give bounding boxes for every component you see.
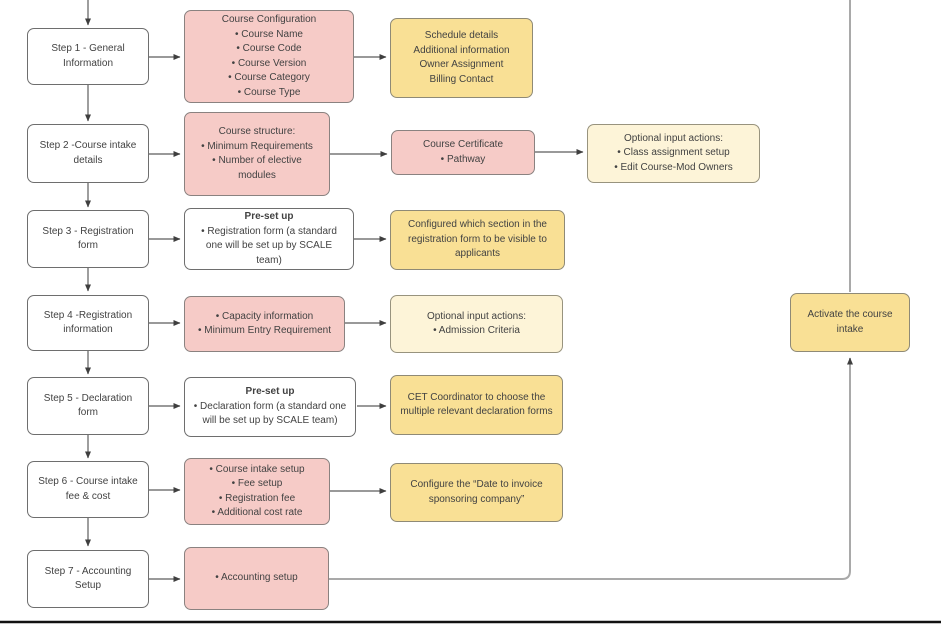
bullet-item: • Course Version: [231, 57, 307, 69]
bullet-item: • Registration fee: [218, 492, 296, 504]
node-label: Step 4 -Registration information: [43, 309, 133, 336]
node-title: Course Certificate: [422, 139, 504, 150]
node-optional-actions-admission: Optional input actions: • Admission Crit…: [390, 295, 563, 353]
bullet-item: • Number of elective modules: [212, 155, 302, 181]
bullet-item: • Course intake setup: [209, 463, 305, 475]
node-configured-section: Configured which section in the registra…: [390, 210, 565, 270]
node-text: Activate the course intake: [807, 309, 893, 335]
bullet-item: • Course Code: [236, 43, 302, 54]
node-step-5: Step 5 - Declaration form: [27, 377, 149, 435]
node-title: Course Configuration: [221, 14, 317, 25]
node-step-4: Step 4 -Registration information: [27, 295, 149, 351]
node-label: Step 1 - General Information: [51, 43, 125, 69]
node-label: Step 2 -Course intake details: [39, 140, 137, 166]
node-text: Configured which section in the registra…: [408, 219, 547, 260]
node-optional-actions-class: Optional input actions: • Class assignme…: [587, 124, 760, 183]
node-course-certificate: Course Certificate • Pathway: [391, 130, 535, 175]
node-title: Pre-set up: [244, 211, 294, 222]
bullet-item: • Minimum Entry Requirement: [198, 325, 331, 336]
bullet-item: • Accounting setup: [215, 572, 298, 584]
bullet-item: • Declaration form (a standard one will …: [193, 400, 347, 427]
node-line: Schedule details: [424, 30, 499, 41]
bullet-item: • Pathway: [440, 153, 486, 165]
node-line: Additional information: [413, 44, 510, 56]
bullet-item: • Capacity information: [215, 310, 314, 322]
node-title: Course structure:: [218, 126, 296, 137]
node-text: Configure the “Date to invoice sponsorin…: [410, 479, 543, 505]
node-label: Step 6 - Course intake fee & cost: [38, 476, 138, 502]
node-title: Optional input actions:: [427, 310, 526, 322]
node-step-6: Step 6 - Course intake fee & cost: [27, 461, 149, 518]
bullet-item: • Admission Criteria: [433, 325, 520, 336]
node-step-2: Step 2 -Course intake details: [27, 124, 149, 183]
bullet-item: • Registration form (a standard one will…: [201, 225, 337, 266]
node-line: Billing Contact: [429, 73, 494, 85]
node-activate-course-intake: Activate the course intake: [790, 293, 910, 352]
node-title: Optional input actions:: [624, 132, 723, 144]
node-schedule-details: Schedule details Additional information …: [390, 18, 533, 98]
bullet-item: • Edit Course-Mod Owners: [614, 161, 733, 173]
node-capacity-information: • Capacity information • Minimum Entry R…: [184, 296, 345, 352]
bullet-item: • Course Category: [228, 72, 310, 83]
node-title: Pre-set up: [245, 386, 295, 398]
bullet-item: • Course Name: [235, 28, 303, 40]
node-text: CET Coordinator to choose the multiple r…: [400, 391, 553, 418]
node-course-intake-setup: • Course intake setup • Fee setup • Regi…: [184, 458, 330, 525]
node-step-7: Step 7 - Accounting Setup: [27, 550, 149, 608]
node-label: Step 3 - Registration form: [42, 225, 134, 252]
bullet-item: • Fee setup: [231, 478, 283, 489]
node-course-structure: Course structure: • Minimum Requirements…: [184, 112, 330, 196]
node-label: Step 7 - Accounting Setup: [44, 565, 132, 592]
bullet-item: • Minimum Requirements: [201, 140, 313, 152]
node-preset-declaration-form: Pre-set up • Declaration form (a standar…: [184, 377, 356, 437]
bullet-item: • Additional cost rate: [211, 507, 303, 518]
bullet-item: • Course Type: [237, 86, 301, 98]
node-cet-coordinator: CET Coordinator to choose the multiple r…: [390, 375, 563, 435]
bullet-item: • Class assignment setup: [617, 147, 730, 159]
node-invoice-date: Configure the “Date to invoice sponsorin…: [390, 463, 563, 522]
node-preset-registration-form: Pre-set up • Registration form (a standa…: [184, 208, 354, 270]
node-step-1: Step 1 - General Information: [27, 28, 149, 85]
node-label: Step 5 - Declaration form: [43, 392, 133, 419]
node-accounting-setup: • Accounting setup: [184, 547, 329, 610]
node-course-configuration: Course Configuration • Course Name • Cou…: [184, 10, 354, 103]
node-step-3: Step 3 - Registration form: [27, 210, 149, 268]
node-line: Owner Assignment: [419, 59, 504, 70]
